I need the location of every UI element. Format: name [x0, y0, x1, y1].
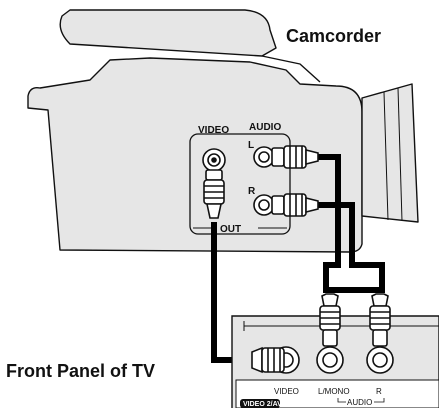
rca-plug-icon — [319, 293, 341, 347]
rca-plug-icon — [251, 346, 285, 374]
rca-jack-icon — [202, 148, 226, 172]
rca-jack-icon — [366, 346, 394, 374]
audio-right-label: R — [248, 186, 256, 197]
tv-lmono-label: L/MONO — [318, 387, 350, 396]
video-out-label: VIDEO — [198, 125, 229, 136]
audio-out-label: AUDIO — [249, 122, 281, 133]
rca-jack-icon — [253, 146, 275, 168]
rca-jack-icon — [253, 194, 275, 216]
tv-input-badge — [240, 399, 280, 408]
tv-r-label: R — [376, 387, 382, 396]
camcorder-lens — [361, 83, 419, 223]
camcorder-handle — [59, 9, 277, 57]
rca-plug-icon — [369, 293, 391, 347]
rca-jack-icon — [316, 346, 344, 374]
out-label: OUT — [220, 224, 241, 235]
tv-input-badge-label: VIDEO 2/AV — [243, 401, 282, 408]
tv-audio-label: AUDIO — [347, 398, 372, 407]
audio-cable — [318, 154, 385, 293]
audio-left-label: L — [248, 140, 254, 151]
camcorder-label: Camcorder — [286, 26, 381, 46]
rca-plug-icon — [271, 193, 319, 217]
tv-video-label: VIDEO — [274, 387, 299, 396]
rca-plug-icon — [203, 169, 225, 219]
tv-panel-label: Front Panel of TV — [6, 361, 155, 381]
rca-plug-icon — [271, 145, 319, 169]
tv-audio-bracket — [337, 398, 385, 403]
